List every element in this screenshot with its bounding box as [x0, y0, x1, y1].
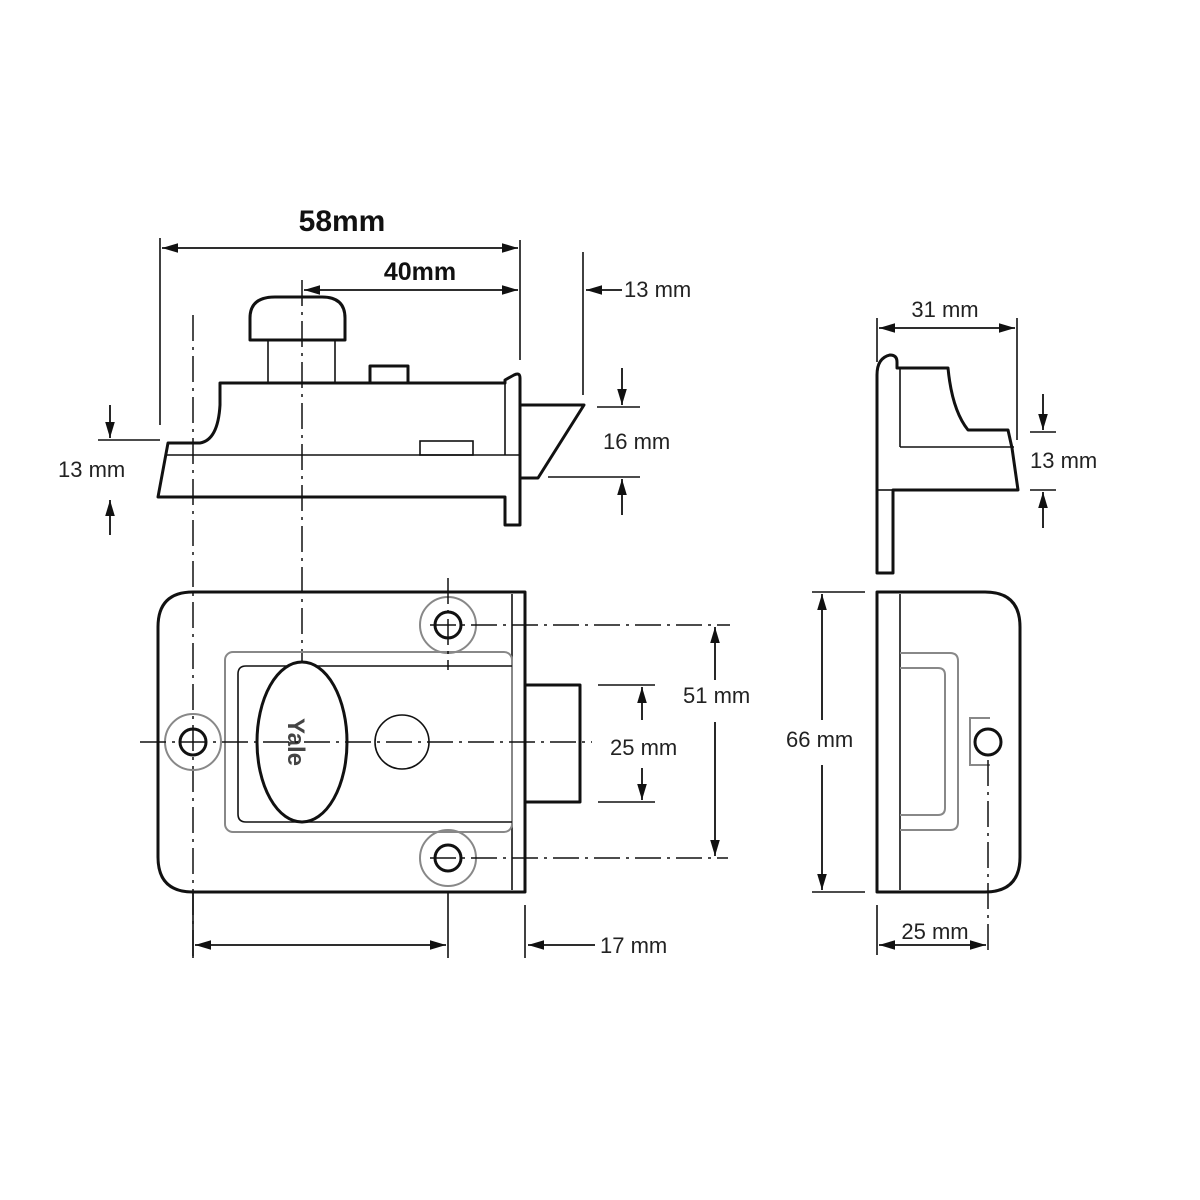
top-button [368, 364, 410, 385]
keeper-side-view: 31 mm 13 mm [875, 297, 1097, 575]
overall-length-label: 58mm [299, 205, 386, 238]
knob [248, 295, 347, 342]
keeper-flange-label: 13 mm [1030, 448, 1097, 473]
front-plate-depth-label: 17 mm [600, 933, 667, 958]
flange-thickness-label: 13 mm [58, 457, 125, 482]
keeper-depth-label: 31 mm [911, 297, 978, 322]
keeper-front-view: 66 mm 25 mm [786, 590, 1022, 955]
lock-side-view: 58mm 40mm 13 mm 16 mm 13 mm [58, 205, 691, 960]
bolt-height-label: 16 mm [603, 429, 670, 454]
back-plate [156, 590, 527, 894]
bolt-throw-label: 13 mm [624, 277, 691, 302]
bolt-face [525, 683, 582, 804]
lock-front-view: Yale 51 mm 25 mm 17 mm [140, 578, 750, 958]
latch-bolt [520, 403, 586, 480]
keeper-width-label: 25 mm [901, 919, 968, 944]
lock-body [156, 372, 522, 527]
bolt-width-label: 25 mm [610, 735, 677, 760]
knob-to-front-label: 40mm [384, 258, 456, 286]
screw-spacing-label: 51 mm [683, 683, 750, 708]
keeper-screw-hole [973, 727, 1003, 757]
keeper-height-label: 66 mm [786, 727, 853, 752]
